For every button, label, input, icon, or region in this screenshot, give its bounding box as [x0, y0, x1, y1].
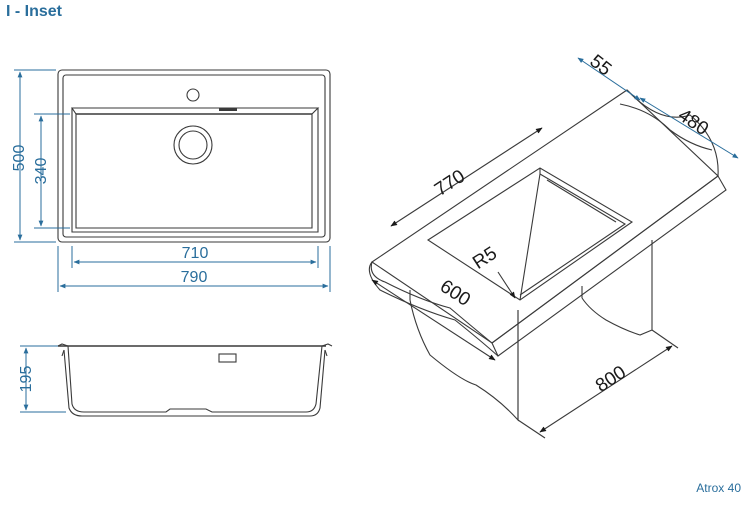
page-title: I - Inset — [6, 3, 63, 20]
dim-iso-length: 770 — [431, 166, 469, 201]
overflow-slot — [219, 108, 237, 111]
dim-iso-cabinet: 800 — [592, 362, 630, 397]
dim-iso-depth: 480 — [674, 105, 712, 140]
iso-view: 55 480 770 R5 600 800 — [368, 51, 739, 439]
iso-cabinet-right — [581, 240, 653, 336]
tap-hole — [186, 88, 200, 102]
dim-depth: 195 — [18, 366, 35, 393]
dim-iso-lip: 55 — [586, 51, 616, 81]
side-overflow — [218, 353, 237, 363]
dim-iso-radius: R5 — [469, 243, 501, 274]
model-label: Atrox 40 — [696, 481, 741, 495]
dim-height-outer: 500 — [11, 145, 28, 172]
sink-outer-outline — [57, 69, 331, 243]
dim-width-inner: 710 — [182, 245, 209, 262]
dim-width-outer: 790 — [181, 269, 208, 286]
drain-inner — [178, 130, 208, 160]
iso-countertop — [371, 89, 719, 344]
dim-height-inner: 340 — [33, 158, 50, 185]
iso-cabinet-left — [409, 299, 519, 422]
side-view: 195 — [18, 343, 333, 417]
drain-outer — [173, 125, 213, 165]
top-view: 500 340 710 790 — [11, 69, 331, 292]
